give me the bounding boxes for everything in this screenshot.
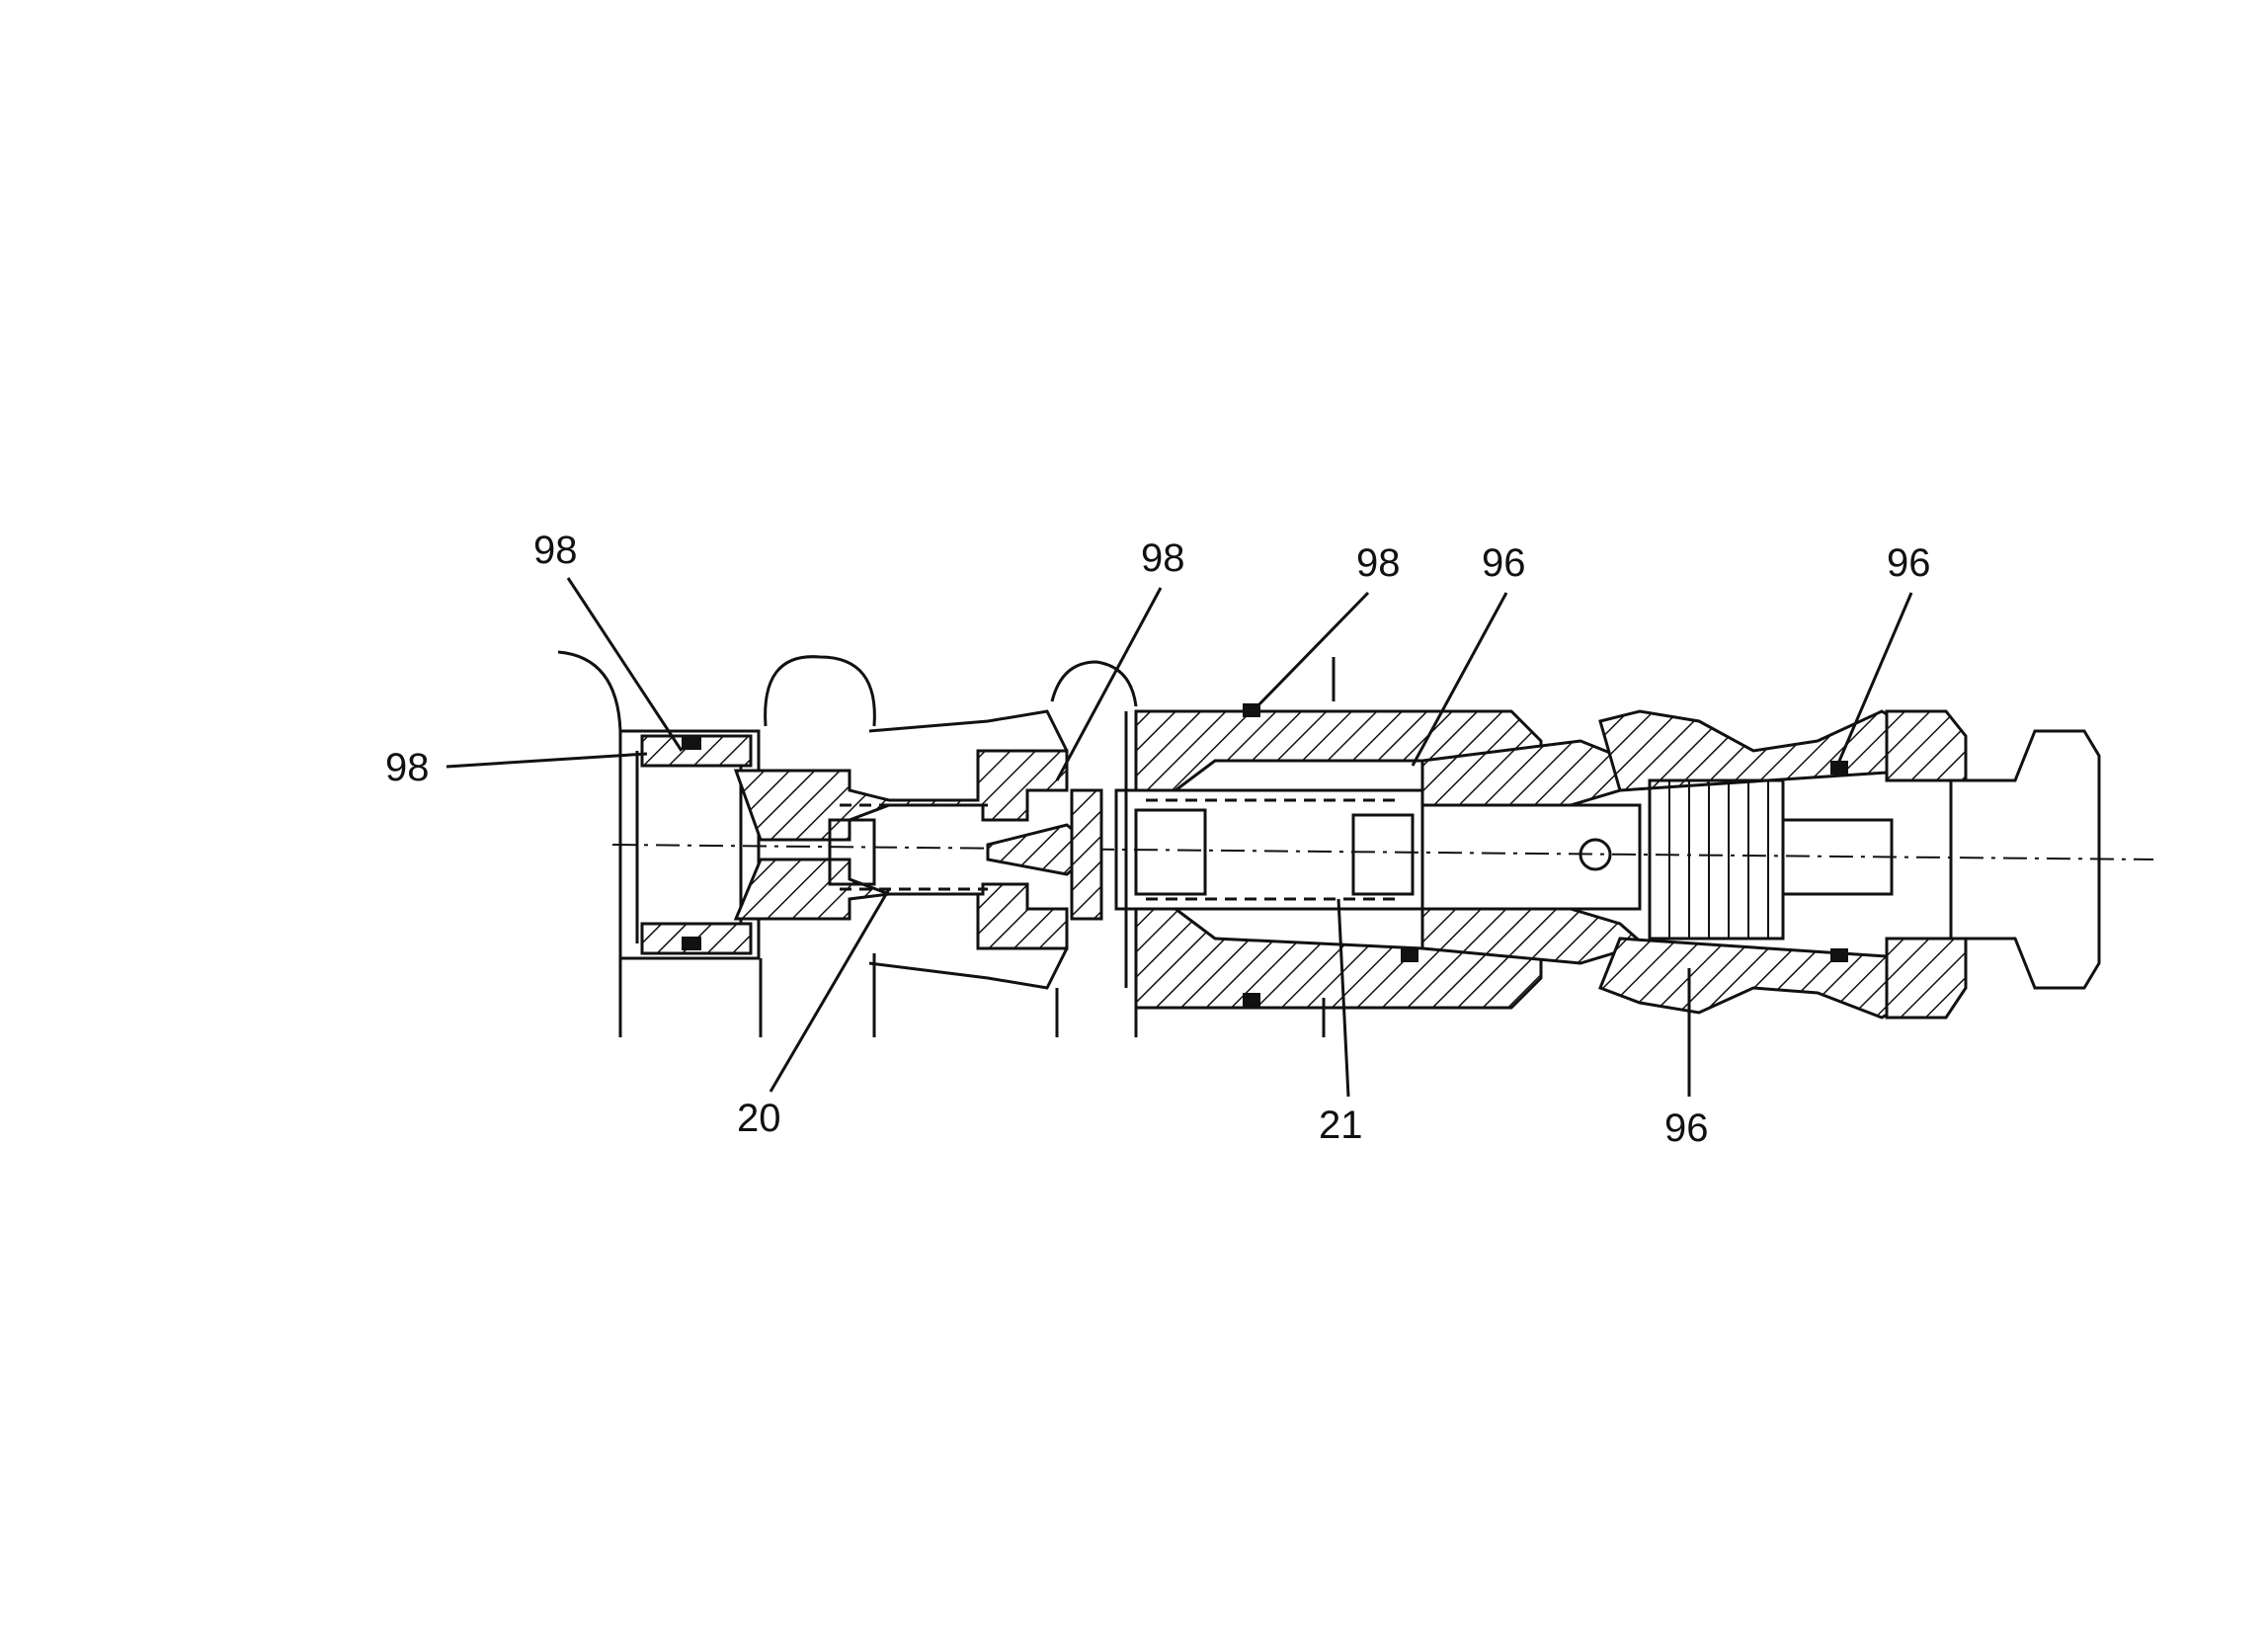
top-dome-left xyxy=(764,655,876,727)
spring-housing-21 xyxy=(1114,657,1543,1037)
knurled-knob xyxy=(1648,778,1894,941)
valve-body-20 xyxy=(733,709,1128,1037)
ref-label-98-center: 98 xyxy=(1141,536,1185,580)
ref-label-96-right: 96 xyxy=(1887,541,1931,585)
top-dome-right xyxy=(1050,660,1138,707)
outlet-nut xyxy=(1885,709,2101,1020)
o-rings xyxy=(682,703,1848,1007)
ref-label-98-top-left: 98 xyxy=(533,529,578,572)
ref-label-96-bottom: 96 xyxy=(1664,1106,1709,1150)
ref-label-98-right: 98 xyxy=(1356,541,1401,585)
leader-lines xyxy=(446,577,1913,1098)
ref-label-98-left: 98 xyxy=(385,746,430,789)
ref-label-20: 20 xyxy=(737,1097,781,1140)
ref-label-96-center: 96 xyxy=(1482,541,1526,585)
ref-label-21: 21 xyxy=(1319,1104,1363,1147)
centre-line xyxy=(611,844,2154,860)
